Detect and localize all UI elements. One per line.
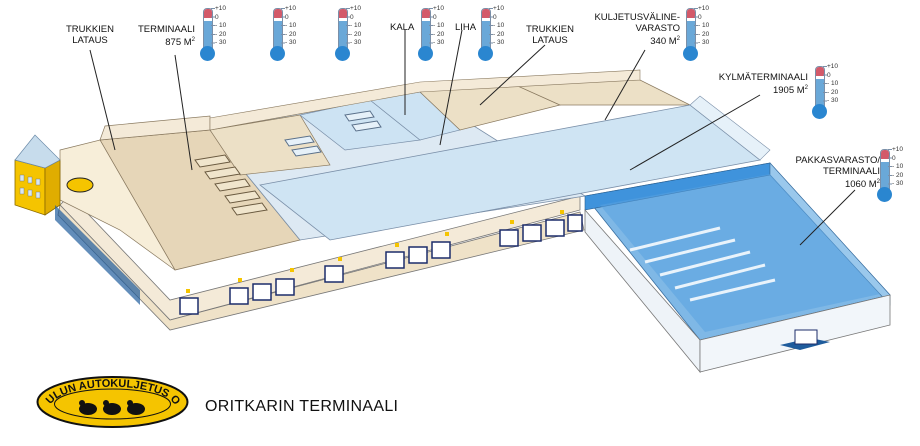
label-line: KYLMÄTERMINAALI (718, 72, 808, 83)
label-line: LATAUS (532, 35, 568, 46)
label-kylmaterminaali: KYLMÄTERMINAALI 1905 M2 (700, 72, 808, 96)
label-kuljetusvaline: KULJETUSVÄLINE- VARASTO 340 M2 (590, 12, 680, 47)
label-line: TRUKKIEN (525, 24, 575, 35)
label-kala: KALA (390, 22, 414, 33)
label-trukkien-lataus-1: TRUKKIEN LATAUS (60, 24, 120, 46)
terminaali-back-wall (99, 115, 211, 141)
freezer-racks (629, 226, 776, 302)
label-terminaali: TERMINAALI 875 M2 (130, 24, 195, 48)
label-line: LIHA (455, 22, 477, 33)
label-line: 875 M (165, 37, 192, 49)
terminal-racks (194, 154, 268, 216)
label-line: VARASTO (635, 23, 680, 34)
diagram-caption: ORITKARIN TERMINAALI (205, 398, 399, 415)
rear-room-1 (209, 114, 331, 176)
label-line: PAKKASVARASTO/ (795, 155, 880, 166)
dock-lights (186, 210, 564, 293)
label-sup: 2 (804, 85, 808, 91)
company-logo: OULUN AUTOKULJETUS OY (36, 376, 189, 428)
label-sup: 2 (191, 37, 195, 43)
tower-windows (19, 174, 41, 199)
wall-logo (66, 177, 94, 193)
cold-racks (284, 110, 382, 157)
label-sup: 2 (676, 36, 680, 42)
label-line: TERMINAALI (822, 166, 880, 177)
label-sup: 2 (876, 179, 880, 185)
label-line: TRUKKIEN (65, 24, 115, 35)
tower-yellow-front (14, 159, 46, 216)
freezer-door (794, 329, 818, 345)
label-line: KULJETUSVÄLINE- (594, 12, 680, 23)
label-line: 1905 M (772, 85, 805, 97)
tower-glass-roof (14, 134, 61, 169)
label-line: 1060 M (844, 179, 877, 191)
freezer-inner (600, 174, 880, 332)
rear-back-wall (209, 69, 641, 131)
label-line: KALA (390, 22, 415, 33)
loading-docks (179, 214, 583, 315)
front-glazing (55, 205, 140, 305)
logo-figures-icon (79, 400, 145, 415)
tower-yellow-side (44, 159, 61, 216)
label-trukkien-lataus-2: TRUKKIEN LATAUS (520, 24, 580, 46)
label-pakkasvarasto: PAKKASVARASTO/ TERMINAALI 1060 M2 (780, 155, 880, 190)
label-liha: LIHA (455, 22, 476, 33)
label-line: TERMINAALI (137, 24, 195, 35)
leader-lines (89, 29, 856, 246)
label-line: 340 M (650, 36, 677, 48)
label-line: LATAUS (72, 35, 108, 46)
kylma-corridor-wall (689, 95, 771, 161)
